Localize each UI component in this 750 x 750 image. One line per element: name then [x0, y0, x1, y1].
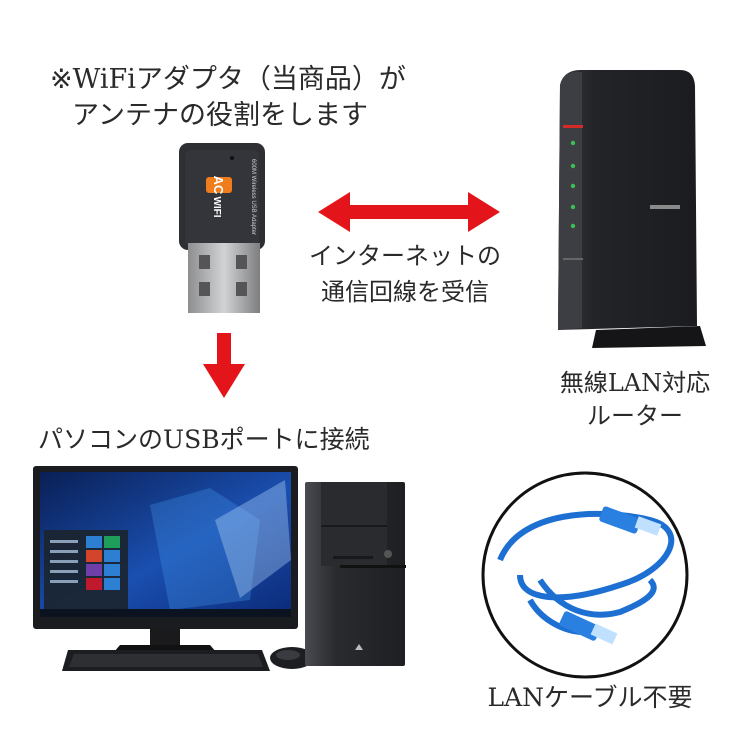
internet-caption-line2: 通信回線を受信 — [321, 278, 489, 306]
router-caption: 無線LAN対応 ルーター — [535, 367, 735, 433]
adapter-model-text: 600M Wireless USB Adapter — [250, 159, 256, 235]
adapter-caption-line1: ※WiFiアダプタ（当商品）が — [50, 64, 406, 95]
pc-tower — [305, 482, 406, 666]
usb-wifi-adapter: 600M Wireless USB Adapter AC WIFI — [179, 143, 265, 313]
internet-caption-line1: インターネットの — [309, 242, 501, 270]
lan-cable-image — [481, 471, 689, 679]
monitor — [33, 466, 298, 652]
start-menu — [44, 530, 128, 616]
adapter-badge — [206, 177, 232, 193]
arrow-down-icon — [203, 333, 245, 398]
double-arrow-icon — [318, 192, 500, 232]
internet-caption: インターネットの 通信回線を受信 — [285, 238, 525, 310]
keyboard — [62, 650, 270, 671]
router-caption-line2: ルーター — [587, 402, 683, 430]
mouse — [270, 647, 314, 669]
adapter-wifi-text: WIFI — [211, 196, 222, 217]
wireless-router — [558, 70, 706, 348]
adapter-badge-text: AC — [211, 176, 226, 195]
adapter-caption: ※WiFiアダプタ（当商品）が アンテナの役割をします — [50, 62, 406, 134]
cable-caption: LANケーブル不要 — [487, 683, 693, 712]
router-caption-line1: 無線LAN対応 — [559, 369, 711, 397]
pc-caption: パソコンのUSBポートに接続 — [38, 425, 370, 454]
adapter-caption-line2: アンテナの役割をします — [72, 100, 368, 131]
